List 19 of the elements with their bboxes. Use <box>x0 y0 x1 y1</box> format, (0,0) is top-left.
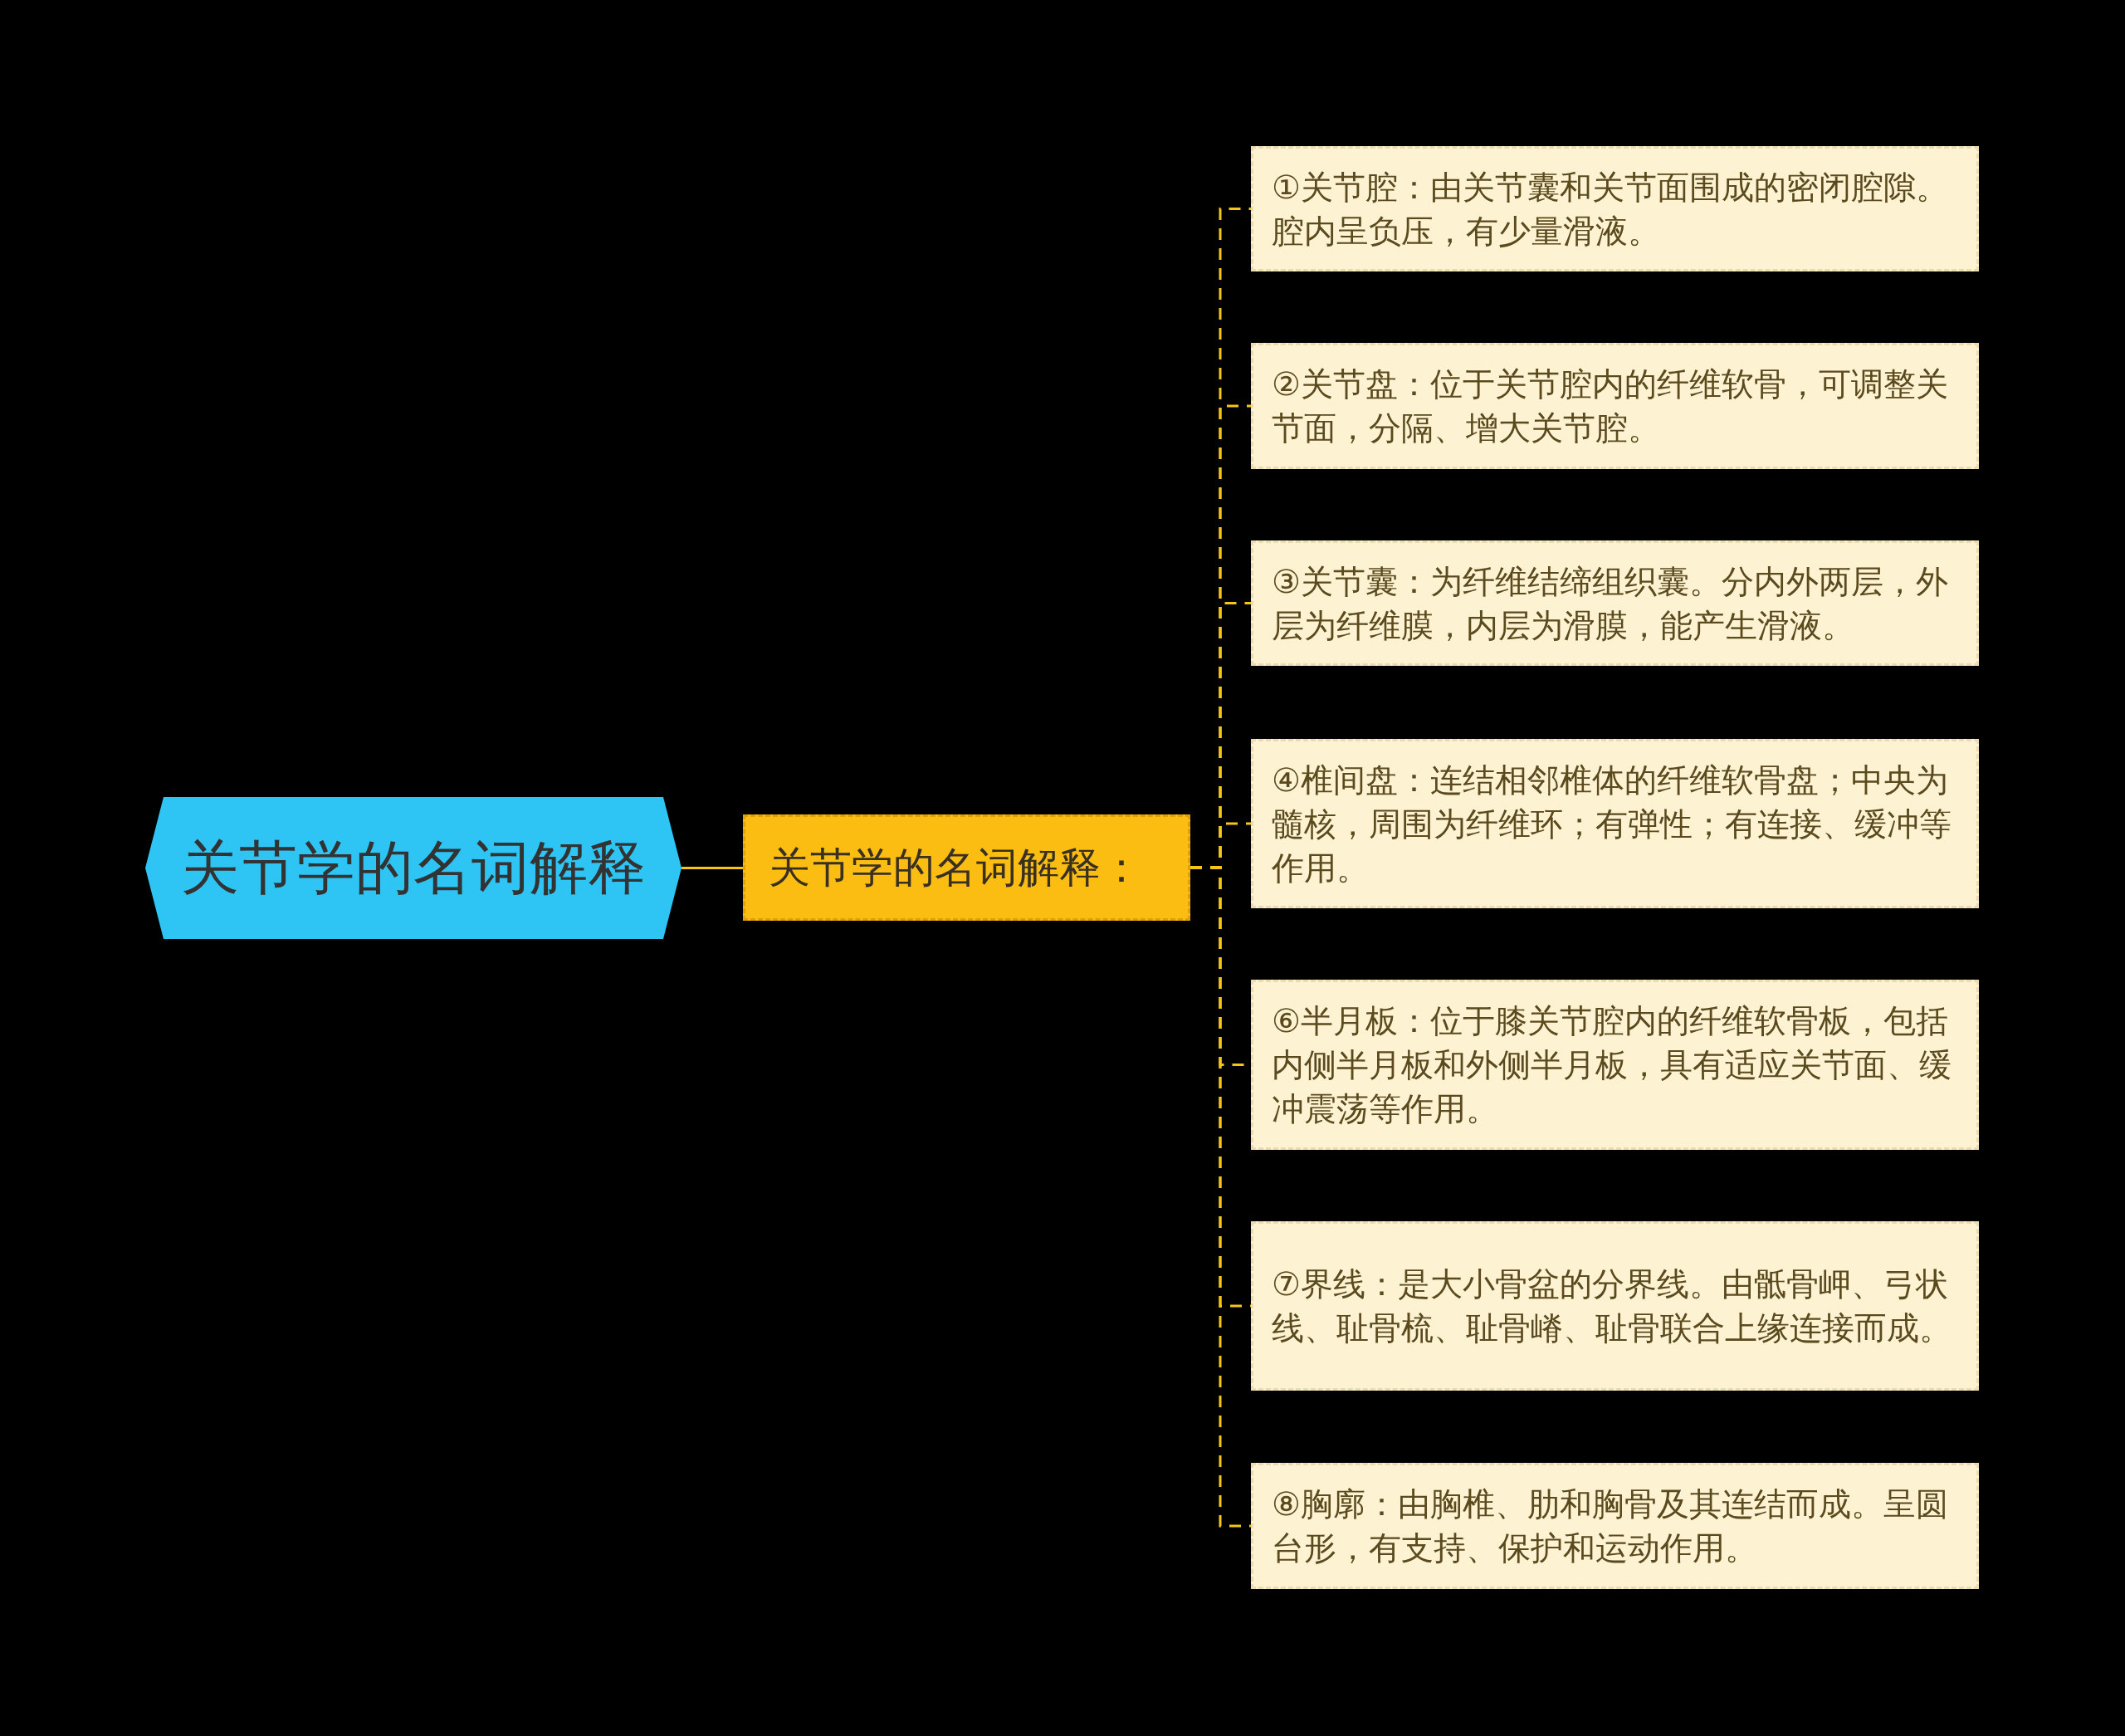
topic-hexagon <box>145 797 681 939</box>
node-text: ④椎间盘：连结相邻椎体的纤维软骨盘；中央为髓核，周围为纤维环；有弹性；有连接、缓冲等作用。 <box>1272 760 1952 888</box>
note-box <box>1251 739 1979 908</box>
node-text: ⑧胸廓：由胸椎、肋和胸骨及其连结而成。呈圆台形，有支持、保护和运动作用。 <box>1272 1484 1949 1568</box>
subtopic-box <box>743 814 1190 921</box>
node-text: 关节学的名词解释 <box>181 832 646 903</box>
node-text: ③关节囊：为纤维结缔组织囊。分内外两层，外层为纤维膜，内层为滑膜，能产生滑液。 <box>1272 561 1949 646</box>
note-box <box>1251 1221 1979 1391</box>
note-box <box>1251 1463 1979 1589</box>
node-text: ⑦界线：是大小骨盆的分界线。由骶骨岬、弓状线、耻骨梳、耻骨嵴、耻骨联合上缘连接而成。 <box>1272 1264 1952 1348</box>
note-box <box>1251 980 1979 1150</box>
note-box <box>1251 540 1979 666</box>
node-text: 关节学的名词解释： <box>769 842 1142 893</box>
note-box <box>1251 146 1979 271</box>
node-text: ②关节盘：位于关节腔内的纤维软骨，可调整关节面，分隔、增大关节腔。 <box>1272 364 1949 448</box>
node-text: ①关节腔：由关节囊和关节面围成的密闭腔隙。腔内呈负压，有少量滑液。 <box>1272 167 1949 252</box>
node-text: ⑥半月板：位于膝关节腔内的纤维软骨板，包括内侧半月板和外侧半月板，具有适应关节面、缓冲震荡等作用。 <box>1272 1001 1952 1129</box>
note-box <box>1251 343 1979 469</box>
connector-line <box>681 867 743 869</box>
